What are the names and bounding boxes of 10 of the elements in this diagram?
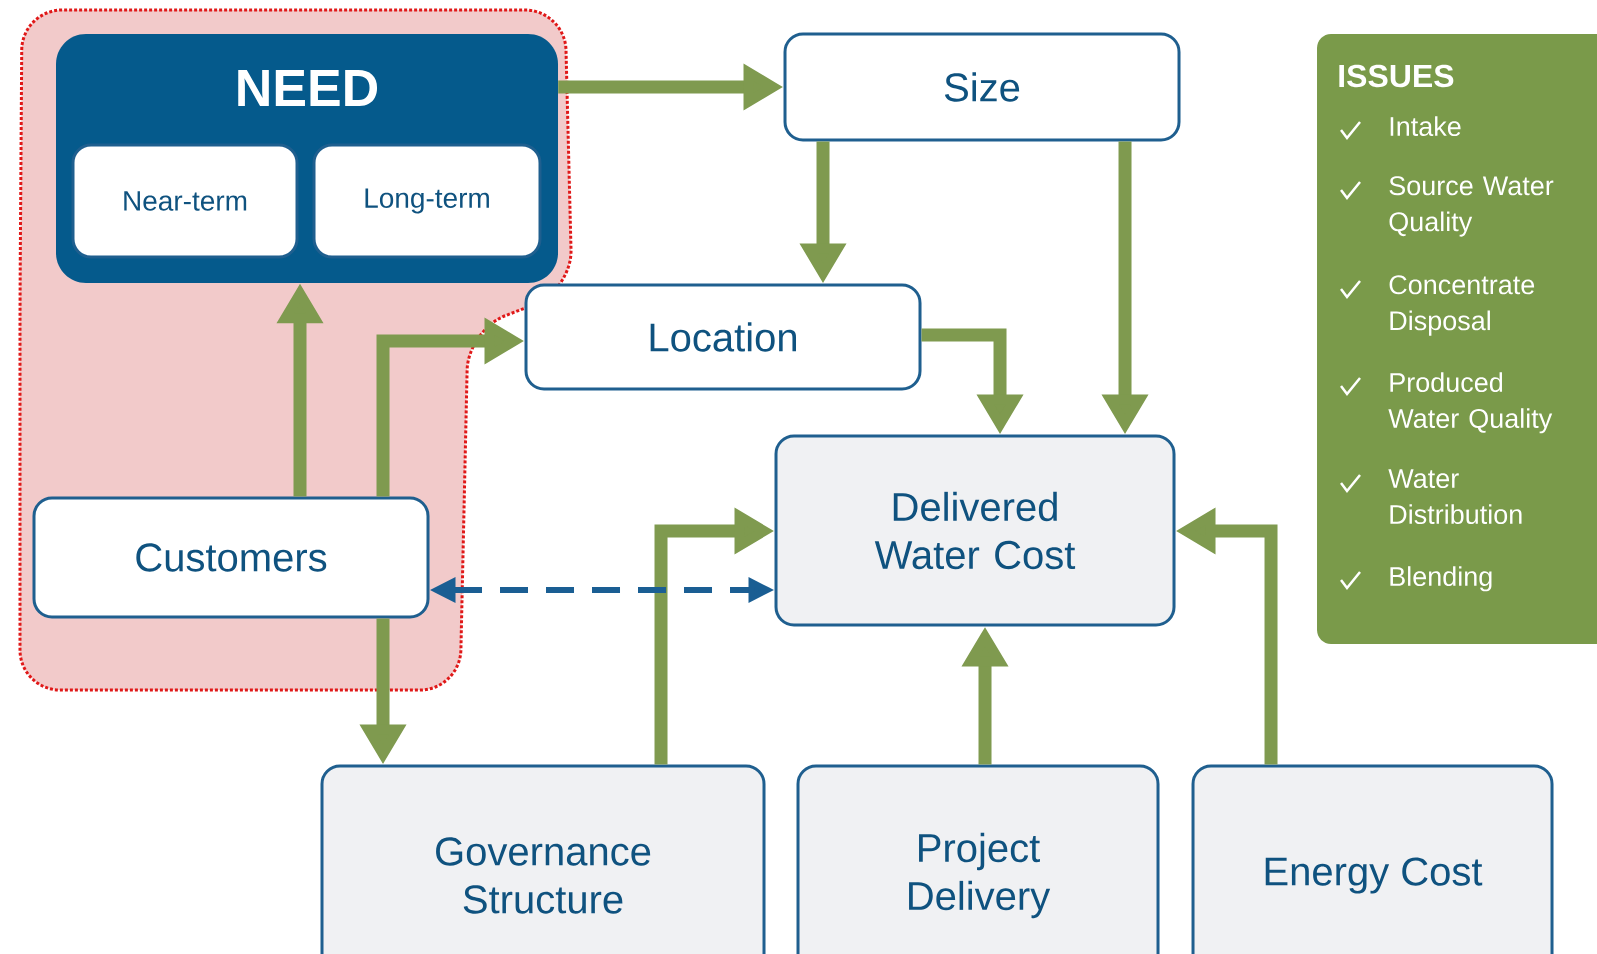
cost-box: Delivered Water Cost — [774, 434, 1176, 627]
factor-box: Governance Structure — [320, 764, 766, 954]
process-box: Customers — [32, 496, 430, 619]
process-box: Location — [524, 283, 922, 391]
term-box: Long-term — [312, 143, 542, 259]
factor-box: Project Delivery — [796, 764, 1160, 954]
issues-panel: ISSUES Intake Source Water Quality Concentrate Disposal Produced Water Quality Water Distribution Blending — [1317, 34, 1597, 644]
term-box: Near-term — [71, 143, 299, 259]
process-box: Size — [783, 32, 1181, 142]
factor-box: Energy Cost — [1191, 764, 1554, 954]
